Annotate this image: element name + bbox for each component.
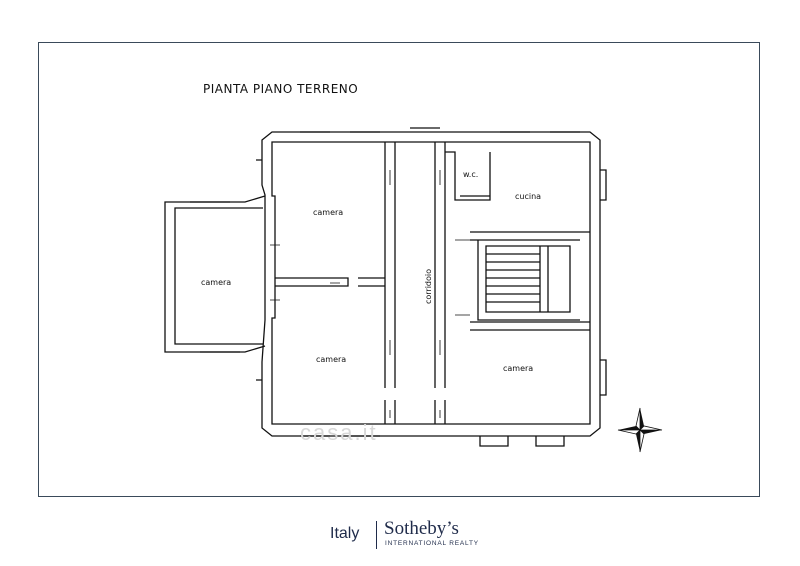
lower-right-wall [470,321,590,331]
corridor-wall-left [384,142,396,388]
room-label-camera-right: camera [503,364,534,373]
footer: Italy Sotheby’s INTERNATIONAL REALTY [0,517,800,553]
wc-walls [445,151,491,201]
corridor-bottom-left [384,400,396,424]
footer-brand-subtitle: INTERNATIONAL REALTY [385,540,479,547]
kitchen-bottom-wall [470,231,590,241]
stair-treads [486,246,549,312]
stair-box [477,240,580,321]
room-label-camera-top: camera [313,208,344,217]
room-label-corridoio: corridoio [424,268,434,305]
room-label-wc: w.c. [463,170,479,179]
room-label-cucina: cucina [515,192,542,201]
watermark: casa.it [300,420,378,445]
room-label-camera-mid: camera [316,355,347,364]
main-inner-wall [271,141,591,425]
compass-icon [617,407,663,453]
plan-title: PIANTA PIANO TERRENO [203,82,359,96]
windows [190,127,607,437]
footer-italy: Italy [330,525,360,542]
annex-inner-wall [174,207,263,345]
left-divider-wall [275,277,385,287]
corridor-bottom-right [434,400,446,424]
door-marks [270,170,470,418]
plan-frame [38,42,760,497]
corridor-wall-right [434,142,446,388]
footer-brand-logo: Sotheby’s [384,518,459,539]
room-label-camera-left: camera [201,278,232,287]
annex-outer-wall [164,195,266,353]
bottom-bays [479,436,565,447]
main-outer-wall [261,131,601,437]
footer-divider [376,521,377,549]
